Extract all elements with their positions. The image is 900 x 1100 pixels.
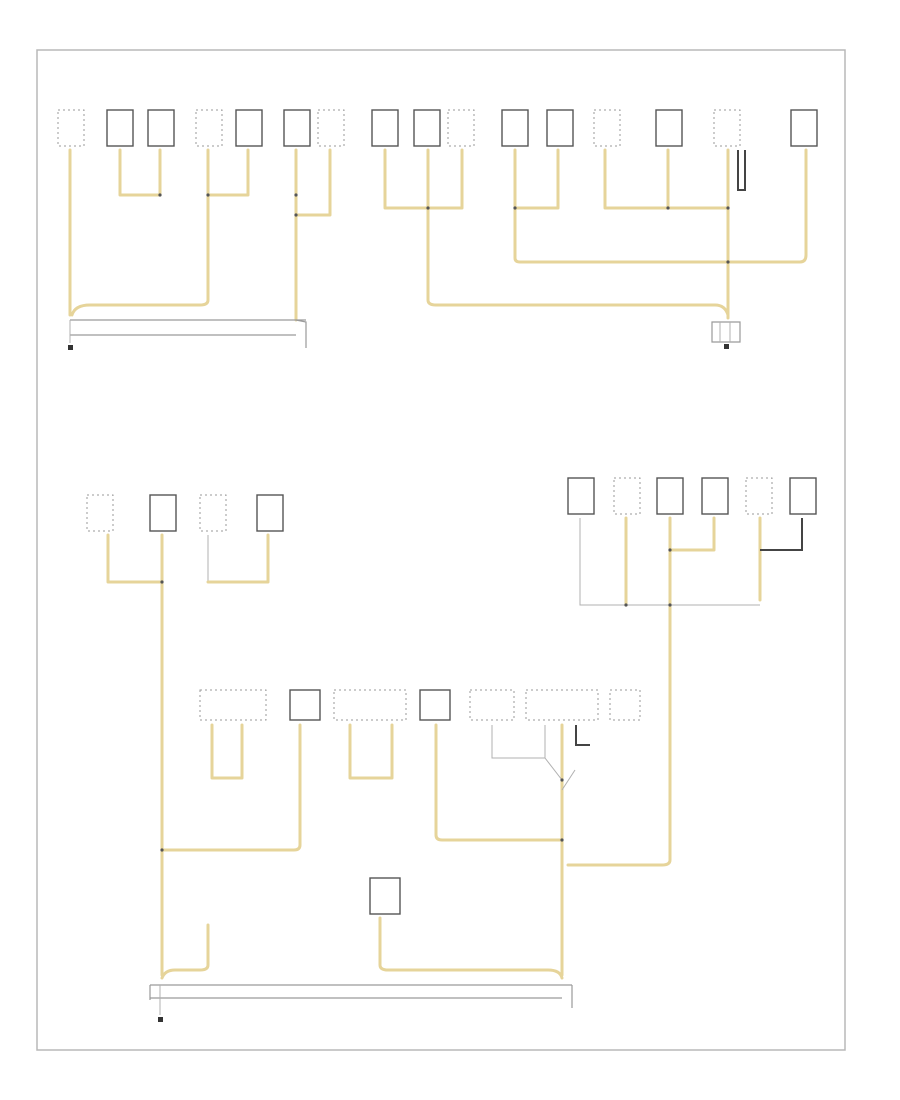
component-box <box>369 877 401 915</box>
mid-left-components <box>86 494 284 532</box>
component-outline <box>469 689 515 721</box>
component-outline <box>86 494 114 532</box>
ground-point-icon <box>158 1017 163 1022</box>
mid-right-components <box>567 477 817 515</box>
component-box <box>289 689 321 721</box>
component-box <box>371 109 399 147</box>
component-outline <box>333 689 407 721</box>
component-box <box>106 109 134 147</box>
top-left-bus <box>68 319 307 350</box>
top-right-wires <box>383 148 808 320</box>
component-outline <box>199 494 227 532</box>
component-outline <box>613 477 641 515</box>
component-outline <box>525 689 599 721</box>
component-outline <box>57 109 85 147</box>
ground-point-icon <box>68 345 73 350</box>
component-outline <box>609 689 641 721</box>
top-right-ground <box>711 321 741 349</box>
bottom-bus <box>149 984 573 1022</box>
component-outline <box>745 477 773 515</box>
component-outline <box>199 689 267 721</box>
component-box <box>149 494 177 532</box>
top-left-components <box>57 109 345 147</box>
component-box <box>655 109 683 147</box>
component-box <box>501 109 529 147</box>
mid-left-wires <box>106 533 270 977</box>
component-outline <box>593 109 621 147</box>
diagram-frame <box>36 49 846 1051</box>
lower-wires <box>160 723 590 980</box>
component-box <box>147 109 175 147</box>
ground-point-icon <box>724 344 729 349</box>
component-box <box>256 494 284 532</box>
component-box <box>235 109 263 147</box>
mid-right-wires <box>566 516 803 867</box>
component-outline <box>317 109 345 147</box>
component-outline <box>195 109 223 147</box>
top-left-wires <box>68 148 332 322</box>
component-outline <box>447 109 475 147</box>
component-outline <box>713 109 741 147</box>
component-box <box>567 477 595 515</box>
lower-components <box>199 689 641 915</box>
component-box <box>789 477 817 515</box>
component-box <box>701 477 729 515</box>
component-box <box>656 477 684 515</box>
component-box <box>546 109 574 147</box>
component-box <box>413 109 441 147</box>
component-box <box>283 109 311 147</box>
top-right-components <box>371 109 818 147</box>
component-box <box>419 689 451 721</box>
component-box <box>790 109 818 147</box>
